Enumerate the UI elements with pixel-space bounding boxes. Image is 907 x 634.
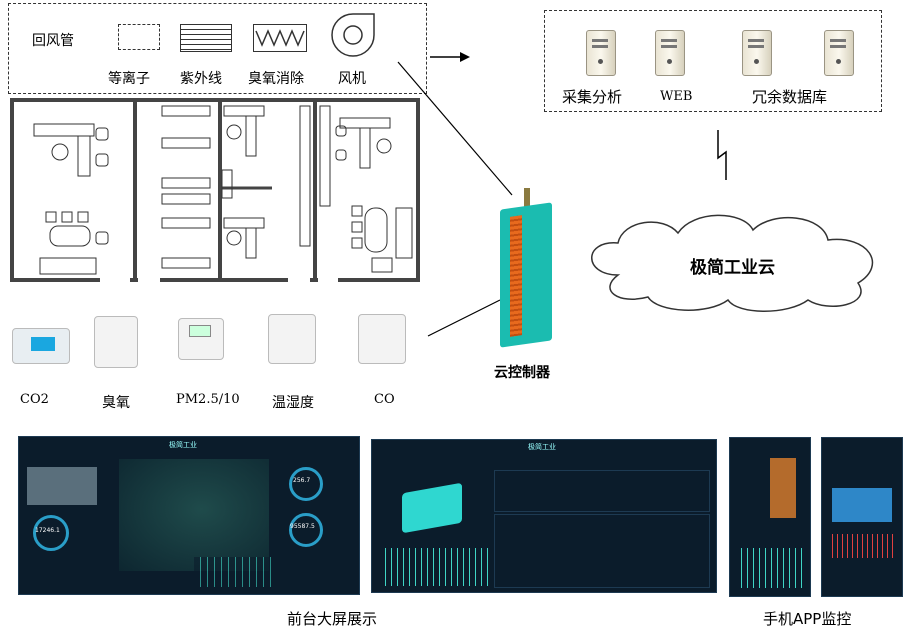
temp-humidity-sensor	[268, 314, 316, 364]
big-screen-label: 前台大屏展示	[287, 610, 378, 628]
plasma-icon	[118, 24, 160, 50]
ozone-removal-label: 臭氧消除	[248, 71, 304, 87]
screen1-title: 极简工业	[169, 441, 197, 449]
sensor-label-co: CO	[374, 392, 395, 407]
duct-title: 回风管	[32, 33, 74, 49]
floor-plan	[10, 98, 420, 283]
mobile-label: 手机APP监控	[763, 610, 852, 628]
pm-sensor	[178, 318, 224, 360]
screen2-title: 极简工业	[528, 443, 556, 451]
controller-label: 云控制器	[494, 365, 550, 381]
uv-label: 紫外线	[180, 71, 222, 87]
server-label-db: 冗余数据库	[752, 88, 828, 106]
dashboard-screen-map: 极简工业 17246.1 256.7 95587.5	[18, 436, 360, 595]
screen1-kpi2: 95587.5	[290, 523, 315, 530]
server-icon	[655, 30, 685, 76]
sensor-label-pm: PM2.5/10	[176, 392, 240, 407]
ozone-removal-icon	[253, 24, 307, 52]
ozone-sensor	[94, 316, 138, 368]
fan-label: 风机	[338, 71, 366, 87]
dashboard-screen-device: 极简工业	[371, 439, 717, 593]
screen1-kpi3: 17246.1	[35, 527, 60, 534]
cloud-controller-device	[498, 188, 556, 348]
sensor-label-ozone: 臭氧	[102, 395, 130, 411]
arrow-right-icon	[430, 52, 470, 62]
plasma-label: 等离子	[108, 71, 150, 87]
server-label-web: WEB	[660, 89, 693, 104]
mobile-app-screen-1	[729, 437, 811, 597]
sensor-label-co2: CO2	[20, 392, 49, 407]
server-label-analysis: 采集分析	[562, 88, 623, 106]
wireless-link-icon	[717, 130, 727, 180]
server-icon	[742, 30, 772, 76]
screen1-kpi1: 256.7	[293, 477, 311, 484]
duct-group-box	[8, 3, 427, 94]
cloud-icon	[591, 214, 874, 312]
server-icon	[586, 30, 616, 76]
fan-icon	[328, 10, 378, 60]
server-group-box	[544, 10, 882, 112]
co-sensor	[358, 314, 406, 364]
uv-icon	[180, 24, 232, 52]
cloud-label: 极简工业云	[690, 258, 775, 278]
mobile-app-screen-2	[821, 437, 903, 597]
sensor-label-temp-humidity: 温湿度	[272, 395, 314, 411]
server-icon	[824, 30, 854, 76]
co2-sensor	[12, 328, 70, 364]
